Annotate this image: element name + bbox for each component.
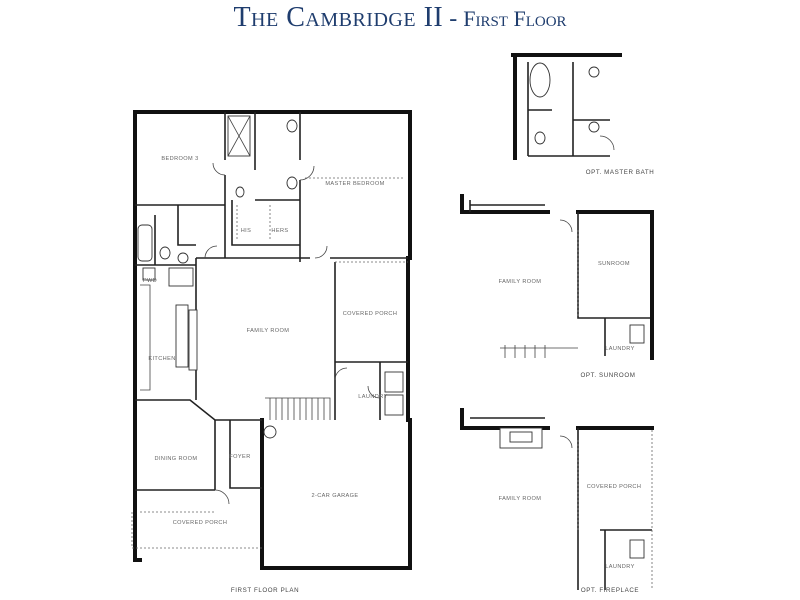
title-main: The Cambridge II — [233, 2, 444, 33]
main-floor-plan: BEDROOM 3 MASTER BEDROOM HIS HERS PWD KI… — [131, 110, 412, 594]
label-front-porch: COVERED PORCH — [173, 520, 228, 526]
label-pwd: PWD — [143, 278, 157, 284]
label-hers: HERS — [271, 228, 288, 234]
label-his: HIS — [241, 228, 252, 234]
caption-first-floor-plan: FIRST FLOOR PLAN — [231, 587, 299, 594]
caption-opt-fireplace: OPT. FIREPLACE — [581, 587, 639, 594]
label-fireplace-family-room: FAMILY ROOM — [499, 496, 542, 502]
label-garage: 2-CAR GARAGE — [311, 493, 358, 499]
page-title: The Cambridge II-First Floor — [0, 2, 800, 34]
label-family-room: FAMILY ROOM — [247, 328, 290, 334]
caption-opt-sunroom: OPT. SUNROOM — [581, 372, 636, 379]
label-fireplace-covered-porch: COVERED PORCH — [587, 484, 642, 490]
label-sunroom: SUNROOM — [598, 261, 630, 267]
label-sunroom-family-room: FAMILY ROOM — [499, 279, 542, 285]
opt-sunroom-plan: FAMILY ROOM SUNROOM LAUNDRY OPT. SUNROOM — [460, 194, 654, 379]
title-sub: First Floor — [463, 6, 567, 31]
label-foyer: FOYER — [229, 454, 250, 460]
label-covered-porch: COVERED PORCH — [343, 311, 398, 317]
opt-master-bath-plan: OPT. MASTER BATH — [511, 53, 655, 176]
label-fireplace-laundry: LAUNDRY — [605, 564, 634, 570]
opt-fireplace-plan: FAMILY ROOM COVERED PORCH LAUNDRY OPT. F… — [460, 408, 654, 594]
label-sunroom-laundry: LAUNDRY — [605, 346, 634, 352]
label-dining-room: DINING ROOM — [155, 456, 198, 462]
label-kitchen: KITCHEN — [148, 356, 175, 362]
label-master-bedroom: MASTER BEDROOM — [325, 181, 384, 187]
label-bedroom3: BEDROOM 3 — [161, 156, 198, 162]
label-laundry: LAUNDRY — [358, 394, 387, 400]
title-separator: - — [449, 6, 458, 32]
caption-opt-master-bath: OPT. MASTER BATH — [586, 169, 655, 176]
